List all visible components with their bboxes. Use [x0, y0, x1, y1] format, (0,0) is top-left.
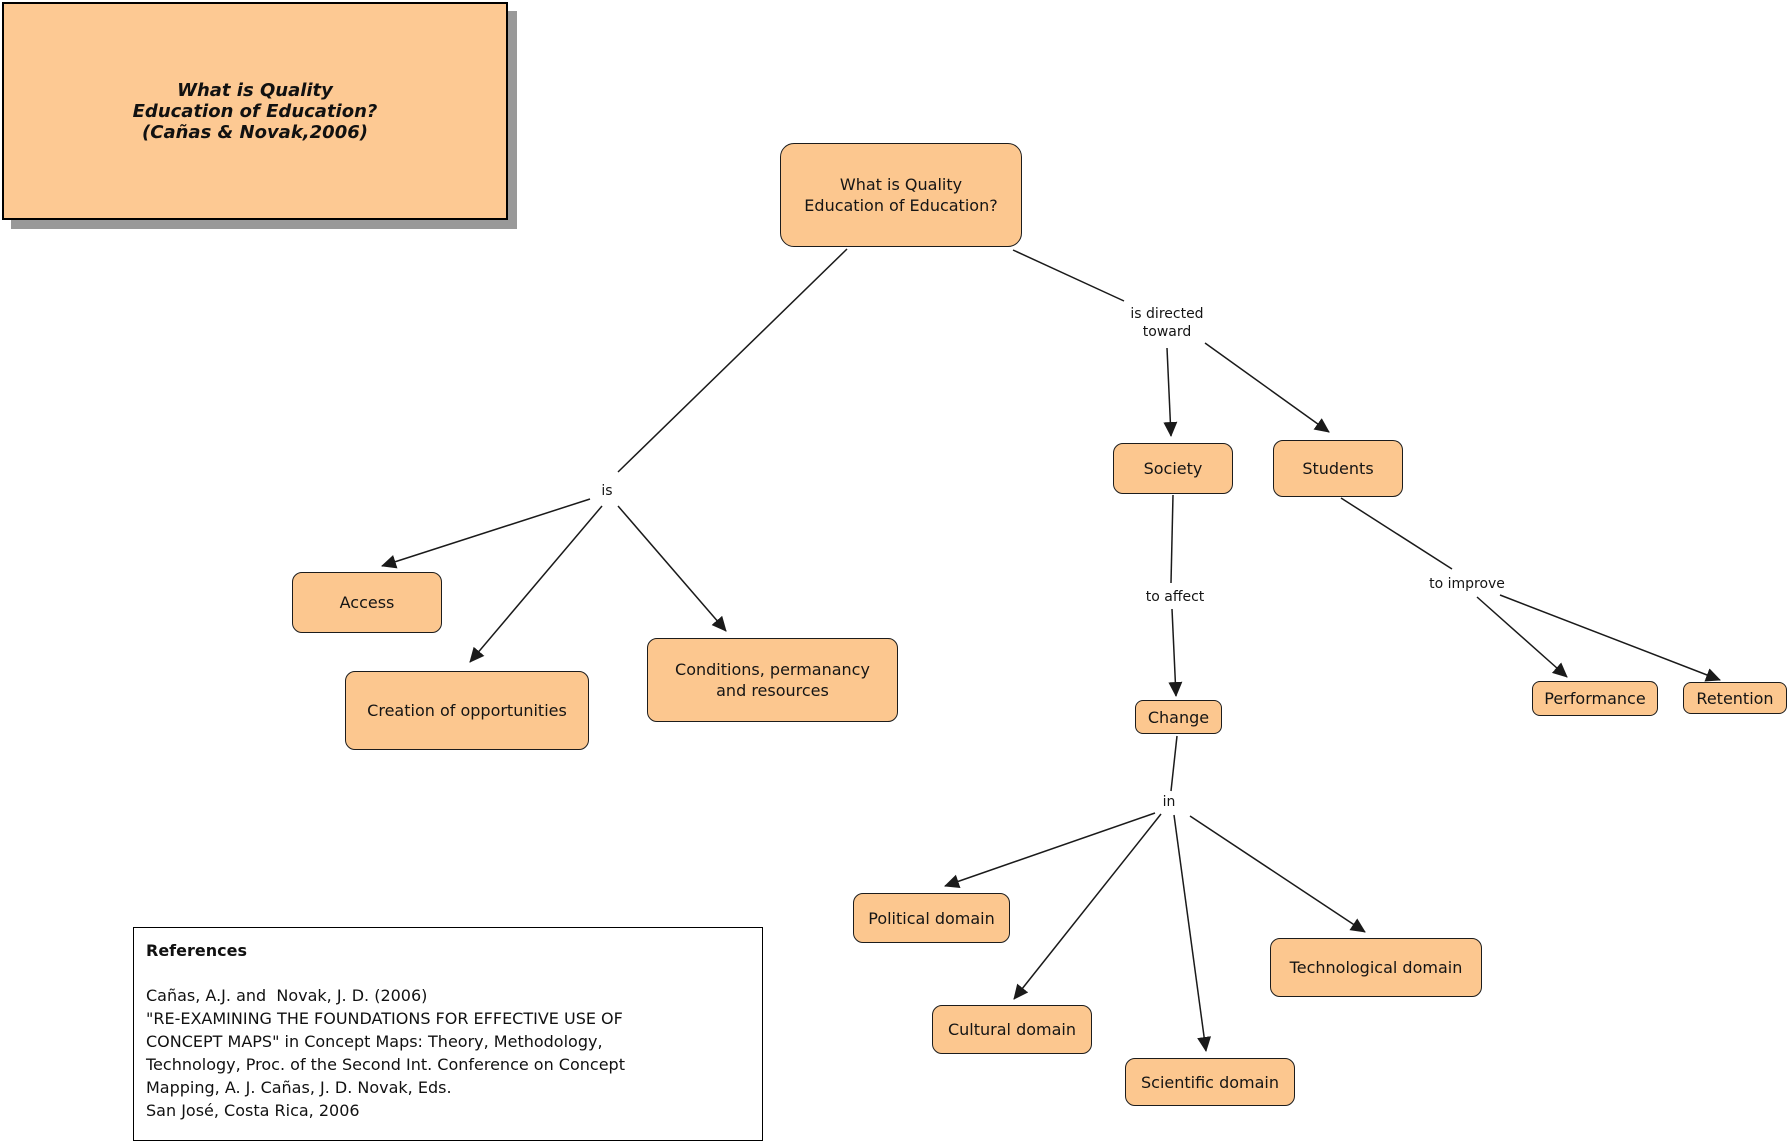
connector-line	[1476, 596, 1568, 678]
connector-line	[1013, 813, 1162, 1000]
concept-node-retention[interactable]: Retention	[1683, 682, 1787, 714]
references-box: References Cañas, A.J. and Novak, J. D. …	[133, 927, 763, 1141]
connector-line	[1012, 249, 1125, 302]
concept-node-conditions-permanancy-resources[interactable]: Conditions, permanancy and resources	[647, 638, 898, 722]
references-heading: References	[146, 941, 247, 960]
concept-node-scientific-domain[interactable]: Scientific domain	[1125, 1058, 1295, 1106]
connector-line	[617, 248, 848, 473]
concept-node-political-domain[interactable]: Political domain	[853, 893, 1010, 943]
concept-node-technological-domain[interactable]: Technological domain	[1270, 938, 1482, 997]
linking-phrase-is[interactable]: is	[601, 483, 613, 499]
connector-line	[1340, 497, 1453, 570]
reference-line: Mapping, A. J. Cañas, J. D. Novak, Eds.	[146, 1078, 452, 1097]
connector-line	[469, 505, 603, 663]
reference-line: San José, Costa Rica, 2006	[146, 1101, 360, 1120]
linking-phrase-to-improve[interactable]: to improve	[1429, 576, 1505, 592]
connector-line	[381, 498, 591, 569]
connector-line	[1189, 815, 1366, 933]
map-title-line: Education of Education?	[132, 100, 378, 122]
linking-phrase-in[interactable]: in	[1162, 794, 1176, 810]
connector-line	[1163, 347, 1178, 437]
reference-line: Technology, Proc. of the Second Int. Con…	[146, 1055, 625, 1074]
map-title-line: (Cañas & Novak,2006)	[142, 121, 368, 143]
reference-line: CONCEPT MAPS" in Concept Maps: Theory, M…	[146, 1032, 603, 1051]
connector-line	[1173, 814, 1212, 1052]
connector-line	[1204, 342, 1330, 433]
concept-node-access[interactable]: Access	[292, 572, 442, 633]
connector-line	[1170, 494, 1174, 584]
linking-phrase-is-directed-toward[interactable]: is directed toward	[1130, 306, 1204, 340]
concept-node-society[interactable]: Society	[1113, 443, 1233, 494]
connector-line	[1170, 735, 1178, 792]
concept-node-students[interactable]: Students	[1273, 440, 1403, 497]
connector-line	[617, 505, 727, 632]
linking-phrase-to-affect[interactable]: to affect	[1145, 589, 1205, 605]
map-title-line: What is Quality	[177, 79, 333, 101]
concept-node-performance[interactable]: Performance	[1532, 681, 1658, 716]
connector-line	[1168, 608, 1183, 697]
concept-node-change[interactable]: Change	[1135, 700, 1222, 734]
reference-line: "RE-EXAMINING THE FOUNDATIONS FOR EFFECT…	[146, 1009, 623, 1028]
map-title-box: What is Quality Education of Education? …	[2, 2, 508, 220]
concept-node-cultural-domain[interactable]: Cultural domain	[932, 1005, 1092, 1054]
concept-node-root[interactable]: What is Quality Education of Education?	[780, 143, 1022, 247]
connector-line	[1499, 594, 1721, 682]
connector-line	[944, 812, 1156, 889]
concept-node-creation-of-opportunities[interactable]: Creation of opportunities	[345, 671, 589, 750]
reference-line: Cañas, A.J. and Novak, J. D. (2006)	[146, 986, 428, 1005]
